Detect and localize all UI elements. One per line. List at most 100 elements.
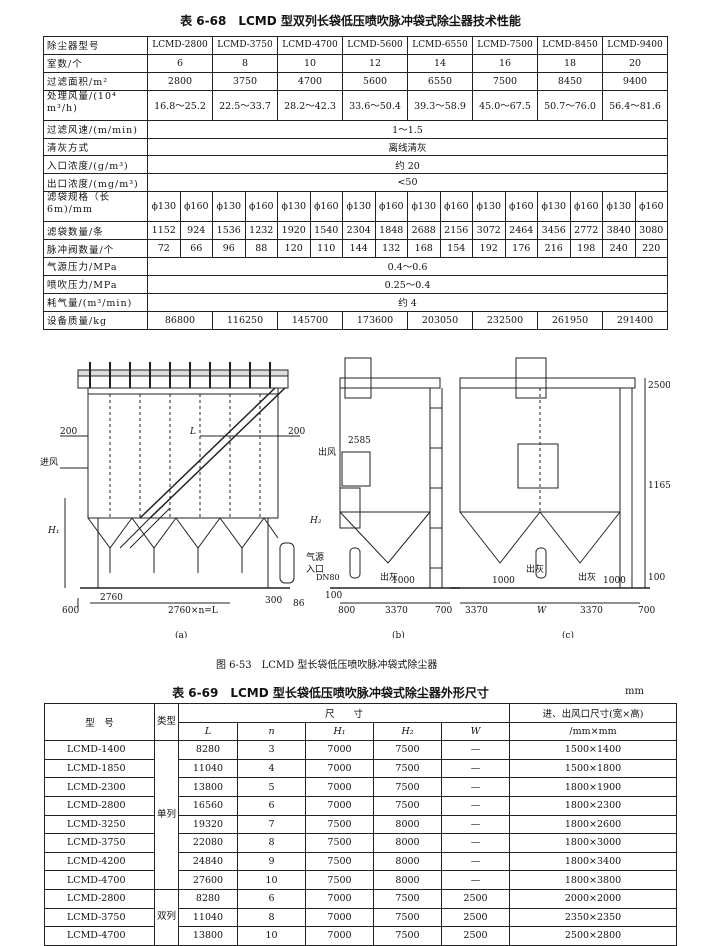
bagspec-cell: ϕ160 <box>569 191 603 223</box>
col-model: 型 号 <box>44 702 155 742</box>
area-cell: 2800 <box>147 71 213 91</box>
port-cell: 1800×1900 <box>509 777 678 797</box>
valves-cell: 220 <box>634 239 668 259</box>
row-label: 脉冲阀数量/个 <box>43 239 148 259</box>
cleaning-cell: 离线清灰 <box>147 137 668 157</box>
mass-cell: 173600 <box>342 310 408 330</box>
mass-cell: 232500 <box>472 310 538 330</box>
valves-cell: 96 <box>212 239 246 259</box>
airflow-cell: 56.4～81.6 <box>602 89 668 121</box>
mass-cell: 116250 <box>212 310 278 330</box>
dust-label-b: 出灰 <box>380 571 398 583</box>
dim-2500: 2500 <box>648 381 670 391</box>
mass-cell: 203050 <box>407 310 473 330</box>
inlet-cell: 约 20 <box>147 155 668 175</box>
h2-cell: 7500 <box>373 740 442 760</box>
h1-cell: 7500 <box>305 870 374 890</box>
col-port-unit: /mm×mm <box>509 721 678 742</box>
model-cell: LCMD-1850 <box>44 758 155 779</box>
subfig-c: (c) <box>562 630 574 638</box>
outlet-label-b: 出风 <box>318 446 336 458</box>
airflow-cell: 16.8～25.2 <box>147 89 213 121</box>
front-view <box>60 362 300 608</box>
w-cell: — <box>440 851 511 872</box>
w-cell: 2500 <box>440 888 511 909</box>
dim-600: 600 <box>62 606 79 616</box>
n-cell: 6 <box>237 888 306 909</box>
l-cell: 13800 <box>178 777 238 797</box>
airflow-cell: 22.5～33.7 <box>212 89 278 121</box>
row-label: 室数/个 <box>43 53 148 73</box>
table-row: 清灰方式离线清灰 <box>43 137 668 157</box>
h2-cell: 7500 <box>373 795 442 816</box>
col-port: 进、出风口尺寸(宽×高) <box>509 703 678 723</box>
chambers-cell: 18 <box>537 53 603 73</box>
col-size: 尺 寸 <box>177 703 511 723</box>
row-label: 除尘器型号 <box>43 36 148 55</box>
h1-cell: 7500 <box>305 851 374 872</box>
row-label: 滤袋数量/条 <box>43 221 148 241</box>
model-cell: LCMD-2800 <box>44 795 155 816</box>
row-label: 处理风量/(10⁴ m³/h) <box>43 89 148 121</box>
dim-1000-c2: 1000 <box>603 576 626 586</box>
area-cell: 5600 <box>342 71 408 91</box>
dim-1000-c1: 1000 <box>492 576 515 586</box>
port-cell: 1800×2300 <box>509 795 678 816</box>
subfig-b: (b) <box>392 630 405 638</box>
port-cell: 1800×3800 <box>509 870 678 890</box>
dust-label-c1: 出灰 <box>526 563 544 575</box>
h1-cell: 7000 <box>305 907 374 928</box>
valves-cell: 168 <box>407 239 441 259</box>
row-label: 气源压力/MPa <box>43 257 148 276</box>
h1-cell: 7000 <box>305 758 374 779</box>
n-cell: 5 <box>237 777 306 797</box>
w-cell: — <box>440 814 511 835</box>
chambers-cell: 14 <box>407 53 473 73</box>
h1-cell: 7500 <box>305 814 374 835</box>
bagspec-cell: ϕ160 <box>504 191 538 223</box>
l-cell: 8280 <box>178 888 238 909</box>
port-cell: 1500×1400 <box>509 740 678 760</box>
h1-cell: 7000 <box>305 795 374 816</box>
table2-unit: mm <box>625 686 644 697</box>
chambers-cell: 10 <box>277 53 343 73</box>
n-cell: 8 <box>237 833 306 853</box>
air-inlet-label: 入口 <box>306 564 324 575</box>
dim-11656: 11656 <box>648 481 670 491</box>
area-cell: 8450 <box>537 71 603 91</box>
row-label: 设备质量/kg <box>43 310 148 330</box>
dim-100-b: 100 <box>325 591 342 601</box>
air-source-label: 气源 <box>306 551 324 563</box>
airflow-cell: 28.2～42.3 <box>277 89 343 121</box>
bags-cell: 2156 <box>439 221 473 241</box>
figure-caption: 图 6-53 LCMD 型长袋低压喷吹脉冲袋式除尘器 <box>216 660 438 671</box>
model-cell: LCMD-2800 <box>44 888 155 909</box>
h2-cell: 7500 <box>373 777 442 797</box>
bags-cell: 1232 <box>244 221 278 241</box>
valves-cell: 72 <box>147 239 181 259</box>
chambers-cell: 16 <box>472 53 538 73</box>
dim-3370-b: 3370 <box>385 606 408 616</box>
dim-2585: 2585 <box>348 436 371 446</box>
n-cell: 4 <box>237 758 306 779</box>
model-cell: LCMD-8450 <box>537 36 603 55</box>
row-label: 过滤风速/(m/min) <box>43 119 148 139</box>
bagspec-cell: ϕ160 <box>244 191 278 223</box>
bagspec-cell: ϕ160 <box>374 191 408 223</box>
bagspec-cell: ϕ160 <box>634 191 668 223</box>
subfig-a: (a) <box>175 630 187 638</box>
model-cell: LCMD-4200 <box>44 851 155 872</box>
n-cell: 8 <box>237 907 306 928</box>
h2-cell: 8000 <box>373 870 442 890</box>
chambers-cell: 20 <box>602 53 668 73</box>
dim-800: 800 <box>338 606 355 616</box>
bagspec-cell: ϕ130 <box>602 191 636 223</box>
l-cell: 19320 <box>178 814 238 835</box>
